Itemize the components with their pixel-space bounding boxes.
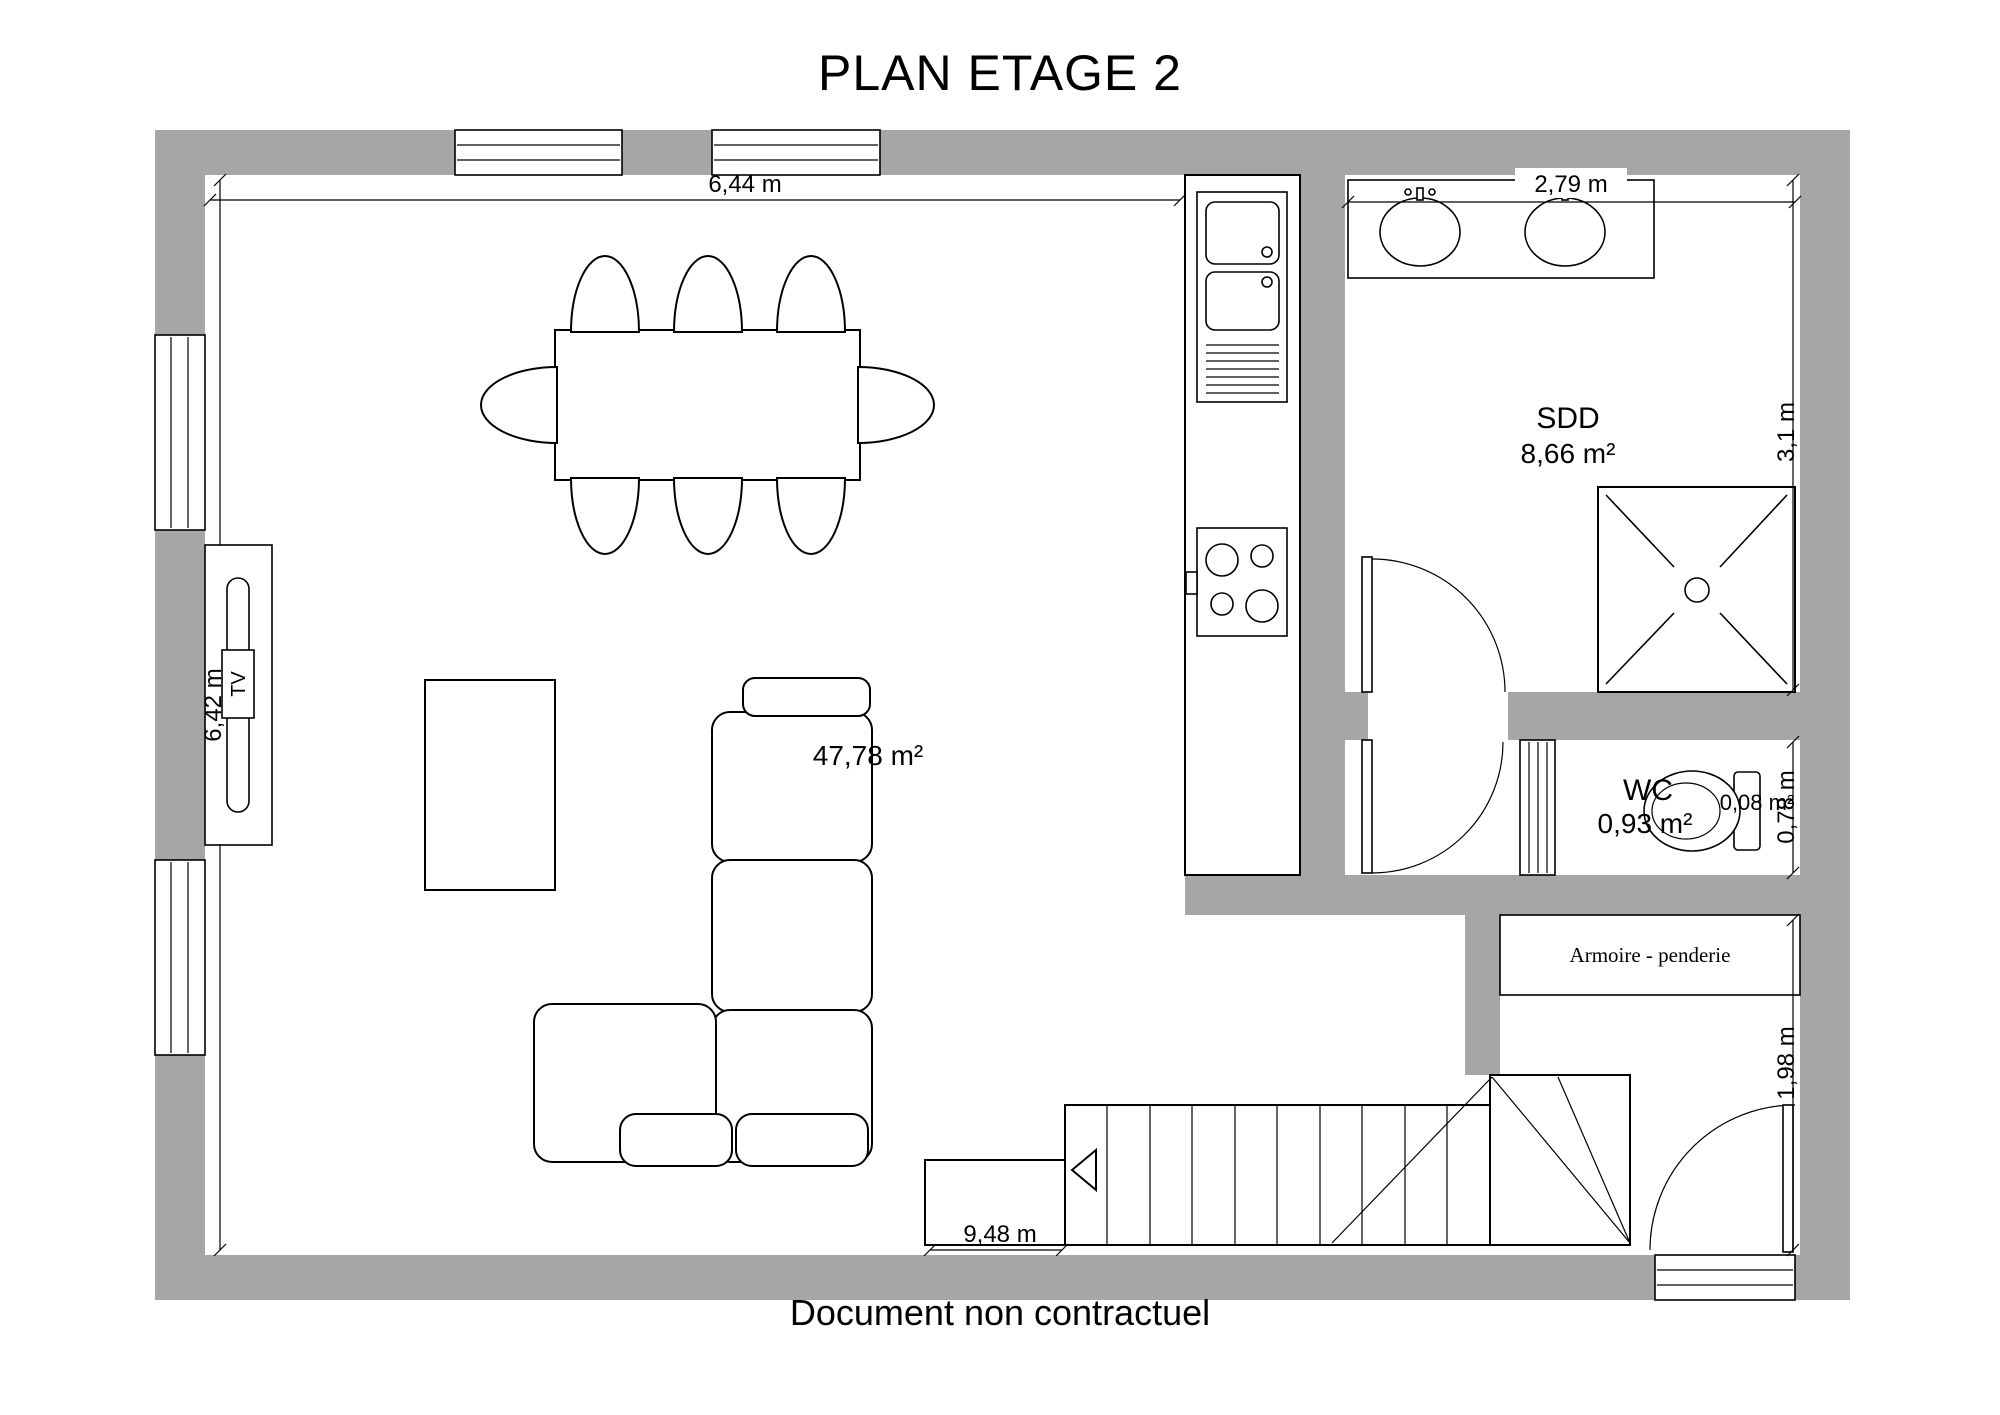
toilet-icon [1643,770,1761,852]
wall-kitchen-divider [1300,175,1345,875]
dim-label-living-height: 6,42 m [200,668,227,741]
dim-label-living-width: 6,44 m [708,171,781,198]
dim-top-living [203,193,1187,207]
door-leaf [1782,1104,1794,1253]
window-left-2 [154,859,206,1056]
door-leaf [1361,556,1373,693]
vanity-double-sink-icon [1347,179,1655,279]
dim-top-sdd [1341,168,1802,209]
sdd-door-opening [1368,690,1508,742]
label-living-area: 47,78 m² [813,740,924,771]
plan-title: PLAN ETAGE 2 [818,45,1182,101]
stairs [1064,1074,1631,1246]
wall-right [1800,130,1850,1300]
door-sdd [1361,556,1506,693]
window-top-2 [711,129,881,176]
window-top-1 [454,129,623,176]
kitchen-sink-icon [1196,191,1288,403]
window-bottom [1654,1254,1796,1301]
dining-chair [672,477,744,555]
label-closet: Armoire - penderie [1570,943,1731,967]
wall-left [155,130,205,1300]
label-sdd-area: 8,66 m² [1521,438,1616,469]
dim-label-wc-height: 0,78 m [1773,770,1800,843]
wall-top [155,130,1850,175]
dim-label-entry-height: 1,98 m [1773,1026,1800,1099]
dining-chairs [480,255,935,555]
label-niche-area: 0,08 m² [1720,790,1795,815]
dining-chair [775,255,847,333]
dining-chair [857,365,935,445]
tv-unit [204,544,273,846]
label-wc-name: WC [1623,774,1673,807]
disclaimer-text: Document non contractuel [789,1292,1211,1333]
closet-box [1499,914,1801,996]
dim-right-entry [1786,913,1800,1257]
coffee-table [424,679,556,891]
door-leaf [1361,739,1373,874]
walls [155,130,1850,1300]
dim-label-sdd-width: 2,79 m [1534,171,1607,198]
label-sdd-name: SDD [1536,402,1599,435]
windows [154,129,1796,1301]
dim-right-sdd [1786,173,1800,697]
dining-table [554,329,861,481]
dining-chair [672,255,744,333]
dining-chair [569,477,641,555]
wall-closet-left [1465,915,1500,1075]
window-left-1 [154,334,206,531]
sofa [533,677,873,1167]
dim-right-wc [1786,735,1800,880]
dim-bottom [923,1243,1069,1257]
shower-icon [1597,486,1796,693]
wc-door-panel [1519,739,1556,876]
wall-bottom [155,1255,1850,1300]
dining-chair [775,477,847,555]
label-wc-area: 0,93 m² [1598,808,1693,839]
stairs-arrow-icon [1070,1147,1097,1193]
door-wc [1361,739,1504,874]
door-entry [1649,1104,1796,1253]
dim-label-sdd-height: 3,1 m [1773,402,1800,462]
wall-hall-bottom [1185,875,1800,915]
label-tv: TV [228,671,250,697]
dining-chair [569,255,641,333]
dim-label-total-width: 9,48 m [963,1221,1036,1248]
dining-chair [480,365,558,445]
cooktop-icon [1185,527,1288,637]
